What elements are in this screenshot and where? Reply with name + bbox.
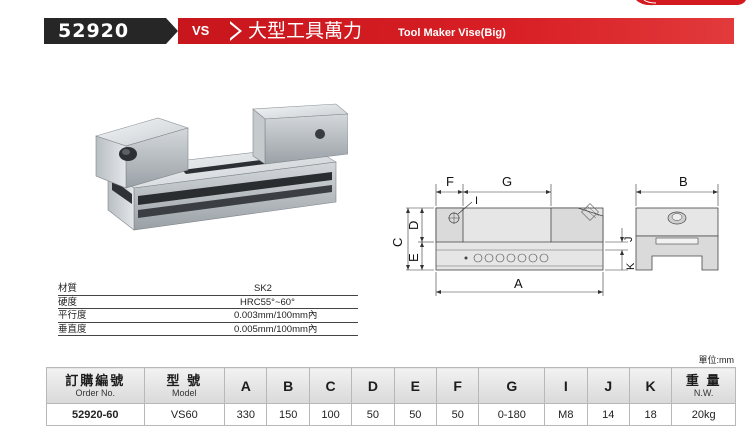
dim-label-a: A — [514, 276, 523, 291]
spec-label: 平行度 — [58, 310, 87, 321]
header-cn: 重 量 — [685, 372, 722, 388]
cell-e: 50 — [393, 403, 438, 426]
spec-value: HRC55°~60° — [240, 296, 295, 308]
header-c: C — [308, 367, 353, 404]
spec-list: 材質 SK2 硬度 HRC55°~60° 平行度 0.003mm/100mm內 … — [58, 282, 358, 336]
cell-b: 150 — [266, 403, 310, 426]
series-label: VS — [192, 23, 210, 38]
end-view — [635, 184, 719, 271]
spec-row: 材質 SK2 — [58, 282, 358, 296]
dim-label-j: J — [623, 237, 635, 243]
cell-g: 0-180 — [478, 403, 546, 426]
dim-label-e: E — [406, 253, 421, 262]
dim-label-f: F — [446, 174, 454, 189]
title-banner: 52920 VS 大型工具萬力 Tool Maker Vise(Big) — [44, 18, 734, 44]
table-row: 52920-60 VS60 330 150 100 50 50 50 0-180… — [46, 403, 736, 426]
dim-label-i: I — [475, 195, 478, 207]
dimension-diagram: F G A I C D E J K B — [390, 174, 719, 296]
chevron-inner-shape — [229, 23, 239, 39]
header-en: N.W. — [693, 387, 714, 398]
header-i: I — [544, 367, 588, 404]
cell-d: 50 — [351, 403, 395, 426]
cell-order-no: 52920-60 — [46, 403, 145, 426]
header-order-no: 訂購編號 Order No. — [46, 367, 145, 404]
cell-j: 14 — [586, 403, 630, 426]
cell-c: 100 — [308, 403, 353, 426]
header-en: Model — [172, 387, 197, 398]
spec-row: 平行度 0.003mm/100mm內 — [58, 309, 358, 323]
title-band — [178, 18, 734, 44]
cell-k: 18 — [628, 403, 673, 426]
header-cn: 訂購編號 — [65, 372, 126, 388]
spec-value: SK2 — [254, 283, 272, 294]
header-k: K — [628, 367, 673, 404]
dim-label-g: G — [502, 174, 512, 189]
dim-label-k: K — [625, 262, 637, 270]
spec-value: 0.005mm/100mm內 — [234, 323, 318, 335]
cell-f: 50 — [436, 403, 480, 426]
header-model: 型 號 Model — [143, 367, 226, 404]
header-cn: 型 號 — [166, 372, 203, 388]
code-arrow-shape — [166, 18, 178, 44]
spec-row: 硬度 HRC55°~60° — [58, 296, 358, 309]
table-header-row: 訂購編號 Order No. 型 號 Model A B C D E F G I… — [46, 367, 736, 404]
cell-a: 330 — [224, 403, 268, 426]
side-view — [435, 203, 604, 271]
product-code: 52920 — [44, 18, 166, 44]
header-b: B — [266, 367, 310, 404]
spec-value: 0.003mm/100mm內 — [234, 310, 318, 321]
order-table: 訂購編號 Order No. 型 號 Model A B C D E F G I… — [46, 367, 736, 426]
vise-product-photo — [94, 103, 348, 231]
brand-logo-fragment — [636, 0, 746, 6]
spec-label: 硬度 — [58, 296, 78, 308]
title-english: Tool Maker Vise(Big) — [398, 27, 506, 39]
header-d: D — [351, 367, 395, 404]
header-g: G — [478, 367, 546, 404]
cell-weight: 20kg — [671, 403, 736, 426]
header-en: Order No. — [75, 387, 116, 398]
spec-label: 材質 — [58, 283, 78, 294]
unit-label: 單位:mm — [698, 355, 735, 365]
dim-label-b: B — [679, 174, 688, 189]
spec-label: 垂直度 — [58, 323, 87, 335]
header-f: F — [436, 367, 480, 404]
header-j: J — [586, 367, 630, 404]
header-e: E — [393, 367, 438, 404]
dim-label-c: C — [390, 238, 405, 247]
title-chinese: 大型工具萬力 — [248, 20, 363, 42]
header-weight: 重 量 N.W. — [671, 367, 736, 404]
header-a: A — [224, 367, 268, 404]
cell-i: M8 — [544, 403, 588, 426]
cell-model: VS60 — [143, 403, 226, 426]
dim-label-d: D — [406, 221, 421, 230]
spec-row: 垂直度 0.005mm/100mm內 — [58, 323, 358, 336]
